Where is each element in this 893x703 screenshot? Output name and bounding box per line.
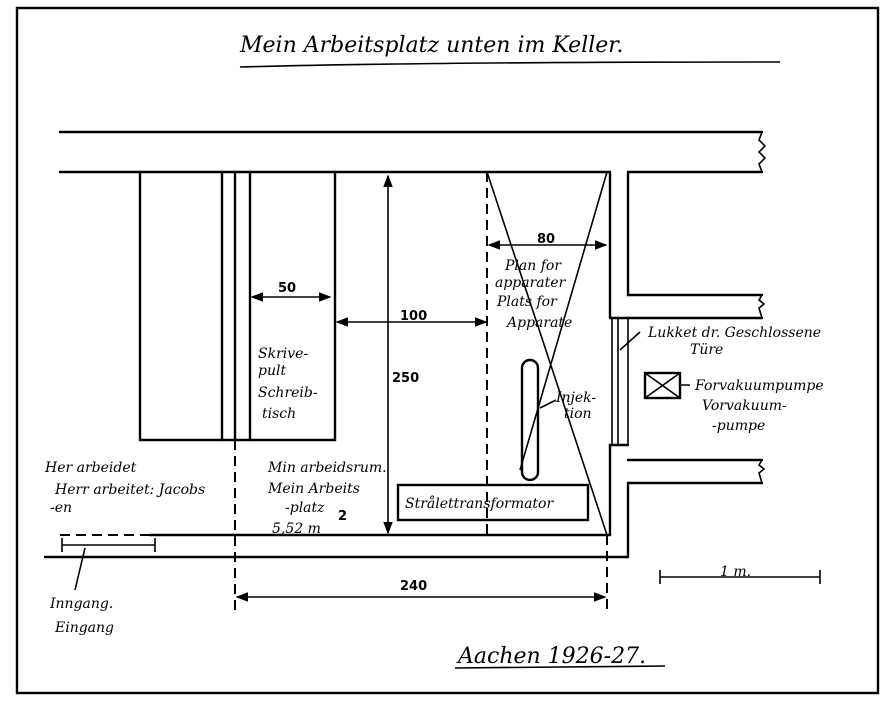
dim-desk-width-label: 50 [278,281,296,296]
desk-label: Skrive- pult Schreib- tisch [258,346,318,422]
desk [138,170,337,442]
svg-text:Herr arbeitet: Jacobs: Herr arbeitet: Jacobs [54,482,205,498]
scale-label: 1 m. [720,564,751,580]
injection-leader [539,399,557,409]
svg-text:tisch: tisch [262,406,296,422]
svg-text:Schreib-: Schreib- [258,385,318,401]
title: Mein Arbeitsplatz unten im Keller. [239,33,623,58]
svg-text:-pumpe: -pumpe [712,418,765,434]
pump-icon [643,371,690,400]
dim-room-depth-label: 250 [392,371,419,386]
transformer-label: Strålettransformator [405,495,554,512]
svg-text:Forvakuumpumpe: Forvakuumpumpe [694,378,824,394]
svg-text:2: 2 [338,509,347,524]
svg-text:Eingang: Eingang [54,620,114,636]
page-border [15,6,880,695]
closed-door [611,318,641,445]
svg-text:tion: tion [564,406,592,422]
injection-label: Injek- tion [555,390,596,422]
svg-text:Min arbeidsrum.: Min arbeidsrum. [267,460,387,476]
svg-text:Vorvakuum-: Vorvakuum- [702,398,787,414]
scale-bar [659,570,821,584]
closed-door-label: Lukket dr. Geschlossene Türe [647,325,821,358]
dim-room-width-label: 240 [400,579,427,594]
svg-text:Her arbeidet: Her arbeidet [44,460,137,476]
svg-text:-platz: -platz [285,500,325,516]
svg-text:Injek-: Injek- [555,390,596,406]
dim-apparatus-width-label: 80 [537,232,555,247]
entrance-marker [61,538,156,591]
entrance-label: Inngang. Eingang [49,596,114,636]
svg-text:Skrive-: Skrive- [258,346,308,362]
dim-desk-to-apparatus-label: 100 [400,309,427,324]
apparatus-area-cross [486,171,608,536]
walls [43,130,767,559]
svg-text:Plan for: Plan for [504,258,562,274]
footer-underline [454,665,666,669]
injection-tube [520,358,540,482]
transformer-box [396,483,590,522]
svg-text:Lukket dr. Geschlossene: Lukket dr. Geschlossene [647,325,821,341]
pump-label: Forvakuumpumpe Vorvakuum- -pumpe [694,378,824,434]
jacobsen-area-label: Her arbeidet Herr arbeitet: Jacobs -en [44,460,205,516]
svg-text:Mein Arbeits: Mein Arbeits [267,481,360,497]
footer-place-date: Aachen 1926-27. [456,644,646,669]
apparatus-place-label: Plan for apparater Plats for Apparate [495,258,572,331]
my-room-label: Min arbeidsrum. Mein Arbeits -platz 5,52… [267,460,387,537]
svg-text:pult: pult [258,363,286,379]
svg-text:Inngang.: Inngang. [49,596,113,612]
svg-text:-en: -en [50,500,72,516]
title-underline [239,61,781,68]
svg-text:apparater: apparater [495,275,567,291]
svg-text:Apparate: Apparate [505,315,572,331]
svg-text:5,52 m: 5,52 m [272,521,321,537]
svg-text:Türe: Türe [690,342,723,358]
svg-text:Plats for: Plats for [496,294,558,310]
